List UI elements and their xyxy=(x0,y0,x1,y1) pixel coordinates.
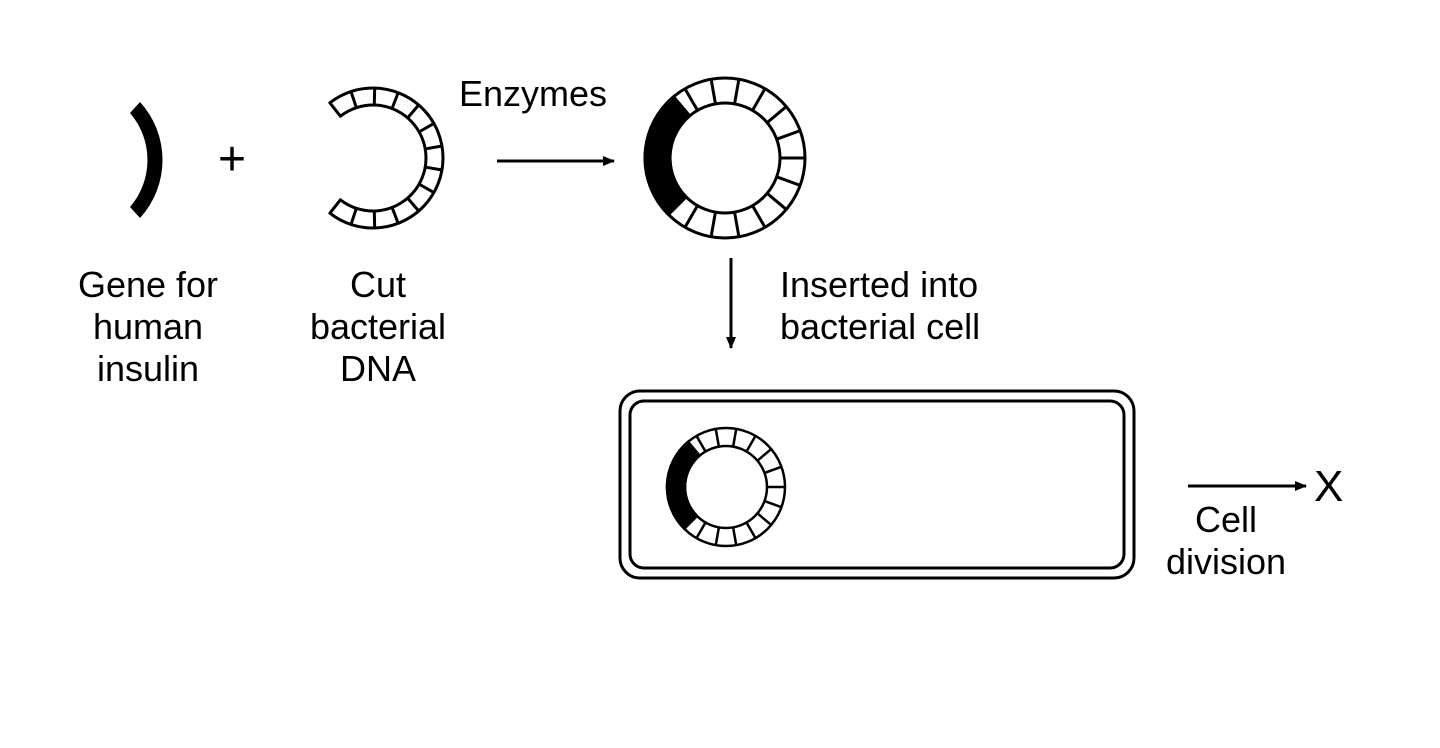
result-x-label: X xyxy=(1314,462,1344,511)
gene-label: Gene for human insulin xyxy=(48,264,248,390)
bacterial-cell xyxy=(618,389,1136,580)
cell-division-label-line-2: division xyxy=(1165,541,1287,582)
cut-bacterial-dna-ring xyxy=(328,86,445,230)
insulin-gene-shape xyxy=(130,102,163,218)
inserted-label: Inserted into bacterial cell xyxy=(780,264,980,348)
gene-label-line-2: human xyxy=(92,306,204,347)
gene-label-line-1: Gene for xyxy=(77,264,219,305)
enzymes-label: Enzymes xyxy=(459,73,608,114)
cell-division-label: Cell division xyxy=(1146,499,1306,583)
inserted-label-line-2: bacterial cell xyxy=(780,306,981,347)
cut-dna-label-line-2: bacterial xyxy=(309,306,447,347)
plasmid-in-cell xyxy=(665,426,787,548)
gene-label-line-3: insulin xyxy=(96,348,200,389)
cut-dna-label: Cut bacterial DNA xyxy=(278,264,478,390)
cell-division-label-line-1: Cell xyxy=(1194,499,1257,540)
cut-dna-label-line-3: DNA xyxy=(339,348,416,389)
plus-sign: + xyxy=(218,133,247,186)
cut-dna-label-line-1: Cut xyxy=(349,264,407,305)
inserted-label-line-1: Inserted into xyxy=(780,264,979,305)
recombinant-plasmid xyxy=(643,76,807,240)
